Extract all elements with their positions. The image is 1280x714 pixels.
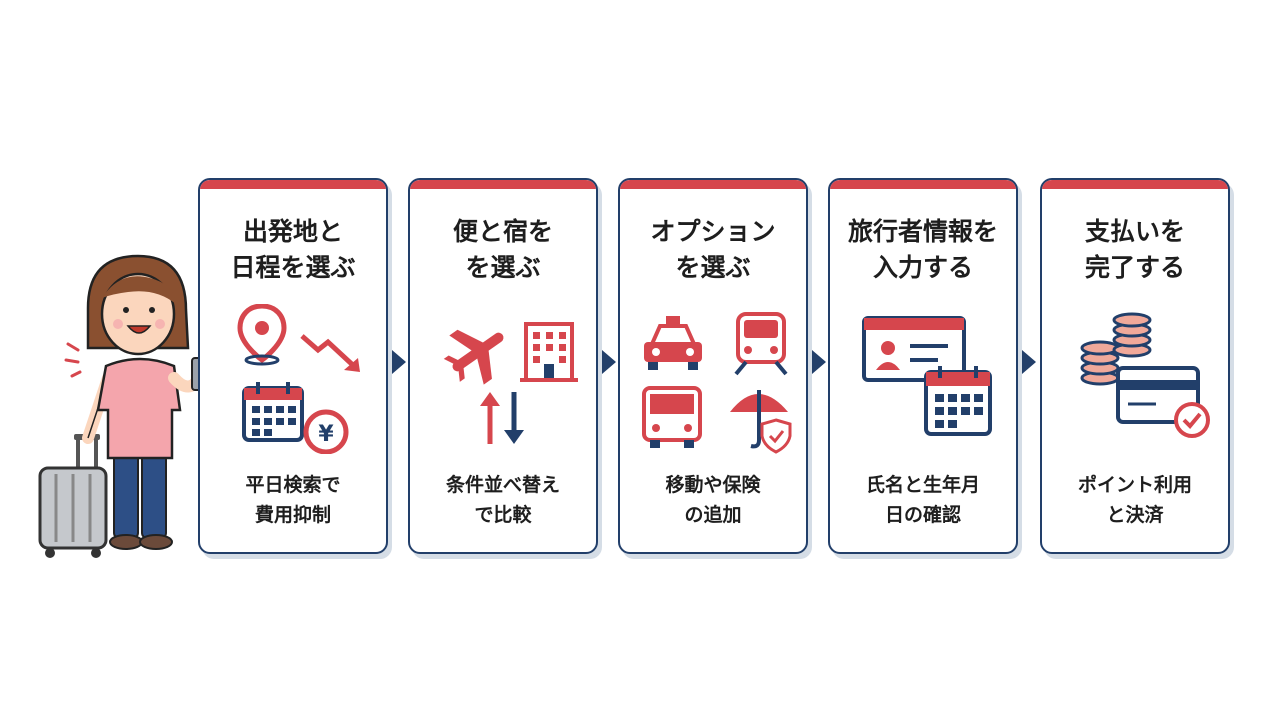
airplane-icon xyxy=(443,329,504,385)
chevron-right-icon xyxy=(392,350,406,374)
check-circle-icon xyxy=(1174,402,1210,438)
calendar-icon xyxy=(242,382,304,442)
svg-text:¥: ¥ xyxy=(318,422,334,447)
step-title: 便と宿を を選ぶ xyxy=(452,217,553,282)
card-accent-bar xyxy=(620,180,806,189)
bus-icon xyxy=(642,386,702,448)
card-accent-bar xyxy=(1042,180,1228,189)
hotel-building-icon xyxy=(520,322,578,382)
coin-stack-icon xyxy=(1080,312,1152,386)
step-icons: ¥ xyxy=(237,304,360,454)
train-icon xyxy=(734,312,788,376)
step-caption: 移動や保険 の追加 xyxy=(665,474,761,526)
umbrella-shield-icon xyxy=(730,390,792,454)
step-caption: 条件並べ替え で比較 xyxy=(445,474,560,526)
chevron-right-icon xyxy=(1022,350,1036,374)
sort-arrows-icon xyxy=(480,392,524,444)
step-icons xyxy=(862,316,992,436)
step-card-1: 出発地と 日程を選ぶ ¥ 平日検索で 費用抑制 xyxy=(198,178,388,554)
calendar-icon xyxy=(924,366,992,436)
taxi-icon xyxy=(644,316,702,370)
step-card-5: 支払いを 完了する ポイント利用 と決済 xyxy=(1040,178,1230,554)
step-caption: 氏名と生年月 日の確認 xyxy=(865,474,980,526)
card-accent-bar xyxy=(410,180,596,189)
step-card-2: 便と宿を を選ぶ 条件並べ替え で比較 xyxy=(408,178,598,554)
step-title: 支払いを 完了する xyxy=(1084,217,1185,282)
step-caption: 平日検索で 費用抑制 xyxy=(245,474,341,526)
step-icons xyxy=(642,312,792,454)
id-card-icon xyxy=(862,316,966,382)
step-icons xyxy=(443,322,578,444)
suitcase-icon xyxy=(38,434,108,558)
chevron-right-icon xyxy=(812,350,826,374)
location-pin-icon xyxy=(237,304,287,366)
card-accent-bar xyxy=(830,180,1016,189)
step-icons xyxy=(1080,312,1210,438)
traveler-illustration xyxy=(38,254,228,558)
chevron-right-icon xyxy=(602,350,616,374)
step-card-4: 旅行者情報を 入力する 氏名と生年月 日の確認 xyxy=(828,178,1018,554)
yen-coin-icon: ¥ xyxy=(303,409,349,454)
step-card-3: オプション を選ぶ 移動や保険 の追加 xyxy=(618,178,808,554)
step-title: 旅行者情報を 入力する xyxy=(847,217,998,282)
step-title: 出発地と 日程を選ぶ xyxy=(230,217,356,282)
step-caption: ポイント利用 と決済 xyxy=(1077,474,1192,526)
price-down-arrow-icon xyxy=(300,334,360,372)
credit-card-icon xyxy=(1116,366,1200,424)
step-title: オプション を選ぶ xyxy=(650,217,776,282)
card-accent-bar xyxy=(200,180,386,189)
